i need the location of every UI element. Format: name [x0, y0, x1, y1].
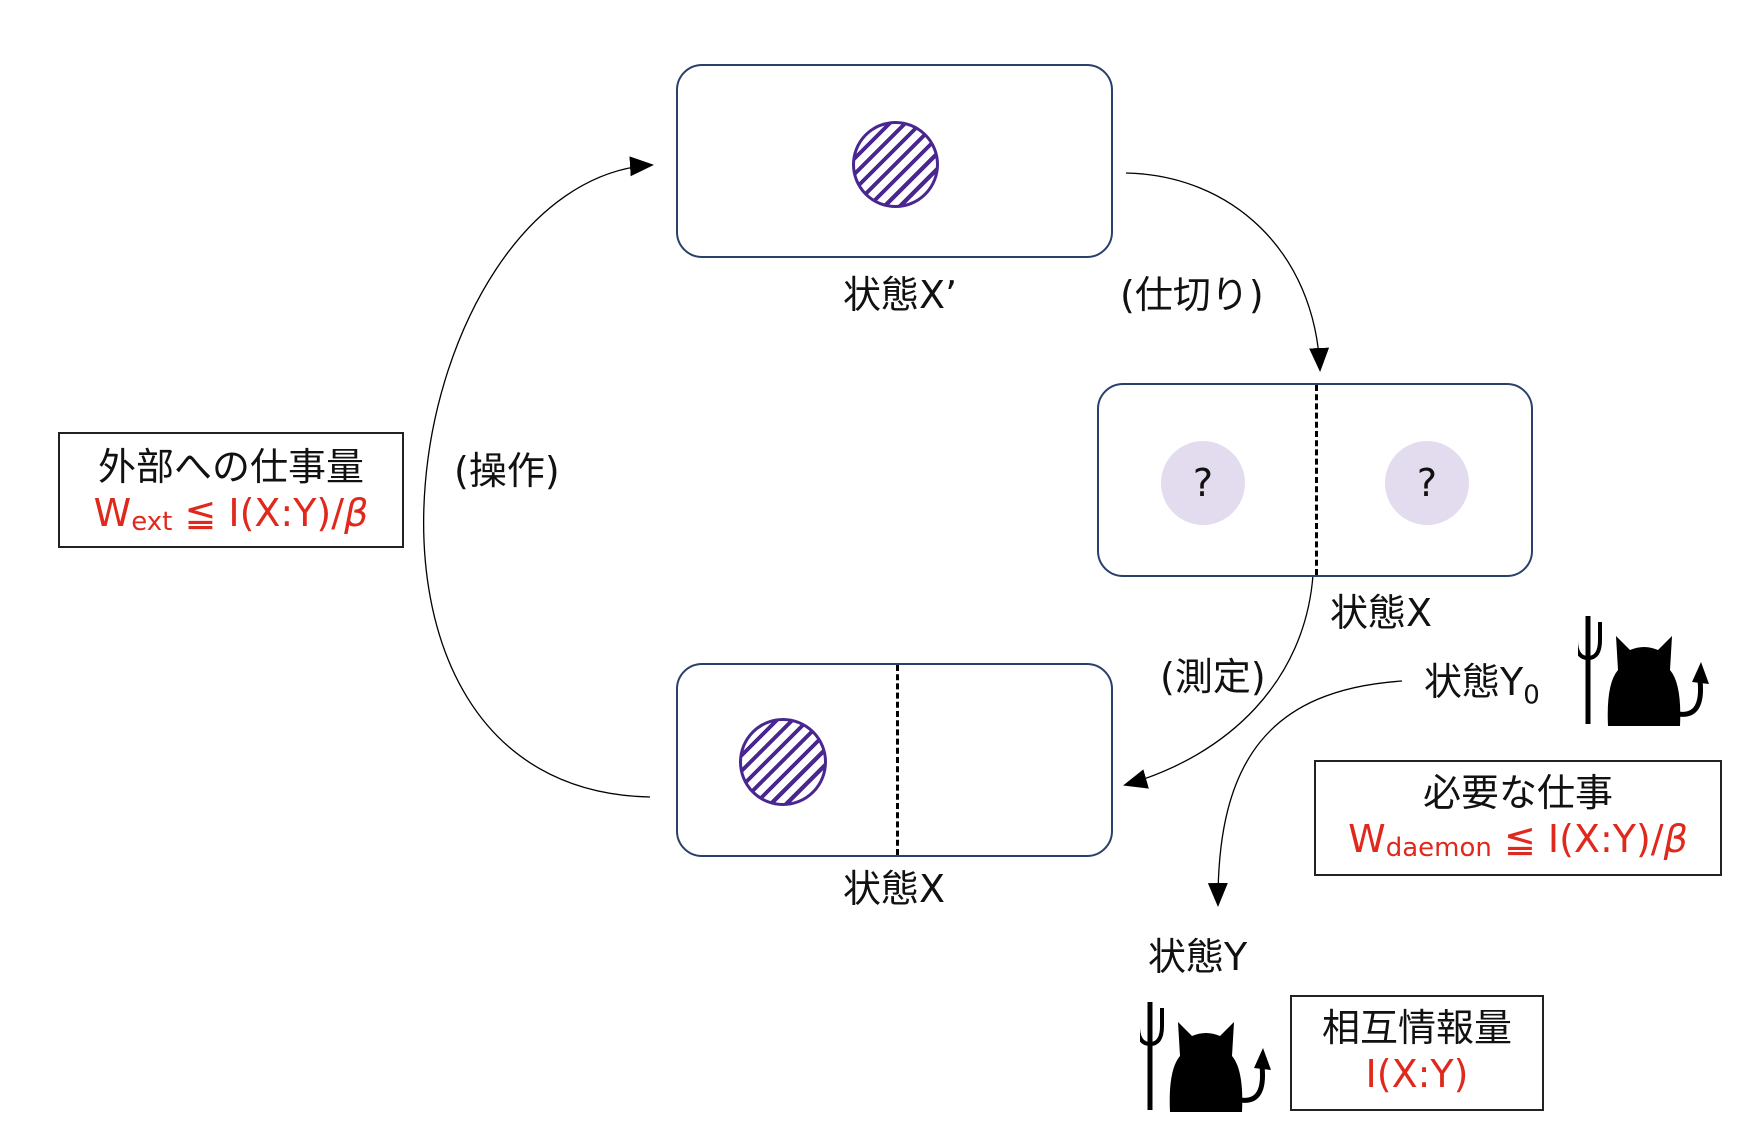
particle: [852, 121, 939, 208]
state-x-prime-box: [676, 64, 1113, 258]
demon-icon: [1578, 616, 1709, 726]
partition-arrow: [1125, 172, 1330, 372]
particle: [739, 718, 827, 806]
demon-record-arrow: [1207, 680, 1403, 907]
measured-state-box: [676, 663, 1113, 857]
state-y0-label: 状態Y0: [1424, 660, 1540, 711]
state-y-label: 状態Y: [1148, 935, 1248, 979]
measure-arrow: [1123, 574, 1314, 789]
demon-icon: [1140, 1002, 1271, 1112]
partition-wall: [896, 665, 899, 855]
measured-state-label: 状態X: [843, 867, 946, 911]
mutual-information-title: 相互情報量: [1321, 1006, 1512, 1050]
unknown-particle-right: ?: [1385, 441, 1469, 525]
partition-wall: [1315, 385, 1318, 575]
unknown-particle-left: ?: [1161, 441, 1245, 525]
required-work-formula: Wdaemon ≦ I(X:Y)/β: [1348, 817, 1688, 864]
partitioned-state-box: ? ?: [1097, 383, 1533, 577]
mutual-information-box: 相互情報量 I(X:Y): [1290, 995, 1544, 1111]
measure-step-label: (測定): [1160, 655, 1266, 699]
partition-step-label: (仕切り): [1120, 273, 1264, 317]
operate-step-label: (操作): [454, 449, 560, 493]
partitioned-state-label: 状態X: [1330, 591, 1433, 635]
external-work-title: 外部への仕事量: [97, 445, 364, 489]
required-work-box: 必要な仕事 Wdaemon ≦ I(X:Y)/β: [1314, 760, 1722, 876]
external-work-formula: Wext ≦ I(X:Y)/β: [93, 491, 369, 538]
mutual-information-value: I(X:Y): [1365, 1052, 1469, 1097]
state-x-prime-label: 状態X’: [843, 273, 958, 317]
required-work-title: 必要な仕事: [1422, 771, 1613, 815]
operate-arrow: [423, 156, 654, 798]
external-work-box: 外部への仕事量 Wext ≦ I(X:Y)/β: [58, 432, 404, 548]
